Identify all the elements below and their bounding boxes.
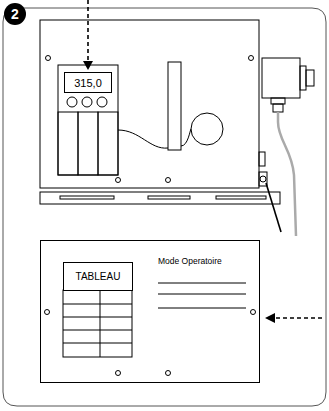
junction-box <box>262 58 300 98</box>
rail <box>40 192 280 204</box>
rail-slot <box>60 196 114 199</box>
wire <box>181 129 191 146</box>
table-rule <box>100 290 101 357</box>
screw-hole <box>249 56 254 61</box>
cable-gland <box>273 104 283 112</box>
button <box>97 97 107 107</box>
node-label: 315,0 <box>74 77 102 89</box>
table-header: TABLEAU <box>63 262 133 291</box>
text-line <box>158 308 246 309</box>
terminal <box>259 152 265 166</box>
step-number: 2 <box>4 3 26 25</box>
rail-slot <box>148 196 190 199</box>
table-rule <box>63 317 132 318</box>
screw-hole <box>116 371 121 376</box>
display-readout: 315,0 <box>64 72 112 93</box>
screw-hole <box>166 178 171 183</box>
vertical-bar <box>168 62 181 150</box>
grey-cable <box>278 112 296 236</box>
instruction-plate: Mode OperatoireTABLEAU <box>40 240 260 383</box>
instrument-frame <box>58 65 118 175</box>
cable-gland <box>271 98 285 104</box>
module <box>78 112 98 175</box>
screw-hole <box>251 310 256 315</box>
node-label: Mode Operatoire <box>158 256 222 266</box>
wire <box>118 130 168 148</box>
screw-hole <box>116 178 121 183</box>
terminal-screw <box>260 176 266 182</box>
module <box>98 112 118 175</box>
table-rule <box>63 330 132 331</box>
gauge-circle <box>191 113 223 145</box>
text-line <box>158 294 246 295</box>
dashed-arrow <box>274 317 322 319</box>
module <box>58 112 78 175</box>
outer-frame <box>3 8 326 406</box>
button <box>67 97 77 107</box>
screw-hole <box>166 371 171 376</box>
screw-hole <box>46 56 51 61</box>
screw-hole <box>45 310 50 315</box>
node-label: TABLEAU <box>76 271 121 282</box>
table-rule <box>63 304 132 305</box>
button <box>82 97 92 107</box>
connector <box>300 66 306 90</box>
connector <box>306 70 314 86</box>
black-cable <box>266 183 281 232</box>
table-rule <box>63 343 132 344</box>
table-body <box>63 290 132 357</box>
device-housing <box>40 20 259 188</box>
dashed-arrow <box>87 0 89 62</box>
node-label: 2 <box>11 6 19 22</box>
text-line <box>158 283 246 284</box>
rail-slot <box>216 196 266 199</box>
arrow-head <box>265 313 275 323</box>
